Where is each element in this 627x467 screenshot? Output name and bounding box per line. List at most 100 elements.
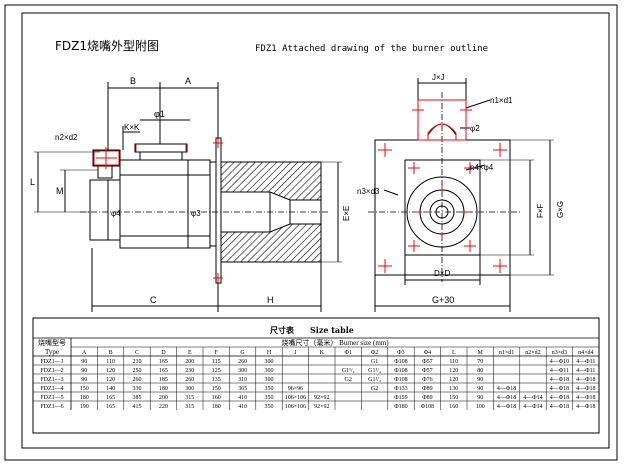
table-title-en: Size table — [310, 325, 354, 335]
table-cell: 165 — [106, 395, 115, 401]
table-cell: 4—Φ11 — [576, 359, 595, 365]
table-cell: 300 — [185, 386, 194, 392]
table-cell: 4—Φ18 — [550, 404, 569, 410]
table-cell: Φ133 — [394, 386, 407, 392]
dim-n1d1: n1×d1 — [490, 96, 513, 105]
table-cell: 4—Φ11 — [550, 368, 569, 374]
column-header: E — [188, 350, 192, 356]
table-cell: 125 — [212, 368, 221, 374]
table-cell: 350 — [265, 404, 274, 410]
table-cell: G2 — [371, 386, 378, 392]
dim-C: C — [150, 295, 157, 305]
column-header: n3×d3 — [552, 350, 567, 356]
table-cell: 365 — [238, 386, 247, 392]
dim-L: L — [30, 177, 35, 187]
column-header: A — [82, 350, 87, 356]
table-cell: 165 — [159, 359, 168, 365]
table-cell: 92×92 — [314, 395, 329, 401]
column-header: L — [452, 350, 456, 356]
dim-A: A — [185, 76, 191, 86]
drawing-frame-outer — [4, 4, 618, 461]
column-header: M — [478, 350, 484, 356]
table-cell: 115 — [212, 359, 221, 365]
dim-phi1: φ1 — [154, 109, 165, 119]
table-cell: 300 — [265, 377, 274, 383]
dim-G30: G+30 — [432, 295, 454, 305]
table-row-model: FDZ1—4 — [40, 386, 63, 392]
dim-GxG: G×G — [556, 201, 565, 218]
table-cell: G1¹/₂ — [368, 377, 381, 383]
front-view-markers — [378, 99, 507, 273]
column-header: Φ2 — [371, 350, 378, 356]
table-cell: 4—Φ14 — [523, 404, 542, 410]
column-header: Φ4 — [424, 350, 431, 356]
table-cell: 250 — [133, 368, 142, 374]
model-label-en: Type — [45, 348, 59, 356]
table-cell: 200 — [185, 359, 194, 365]
column-header: F — [215, 350, 219, 356]
table-cell: 260 — [185, 377, 194, 383]
table-cell: 200 — [159, 395, 168, 401]
table-cell: 120 — [106, 377, 115, 383]
table-cell: 92×92 — [314, 404, 329, 410]
table-cell: 180 — [212, 404, 221, 410]
table-cell: Φ108 — [394, 359, 407, 365]
table-cell: 150 — [212, 386, 221, 392]
table-cell: 4—Φ18 — [497, 404, 516, 410]
column-header: C — [135, 350, 139, 356]
dim-KxK: K×K — [124, 123, 140, 132]
table-cell: 4—Φ18 — [550, 377, 569, 383]
column-header: J — [294, 350, 297, 356]
column-header: G — [240, 350, 245, 356]
dim-phi3: φ3 — [191, 209, 201, 218]
table-cell: 90 — [477, 395, 483, 401]
table-cell: 80 — [477, 368, 483, 374]
table-cell: Φ159 — [394, 395, 407, 401]
table-cell: 4—Φ18 — [497, 395, 516, 401]
column-header: Φ3 — [397, 350, 404, 356]
table-cell: 130 — [449, 386, 458, 392]
table-cell: 410 — [238, 404, 247, 410]
column-header: K — [320, 350, 325, 356]
table-cell: Φ57 — [422, 368, 432, 374]
dim-M: M — [56, 186, 64, 196]
dim-H: H — [267, 295, 274, 305]
table-row-model: FDZ1—5 — [40, 395, 63, 401]
table-cell: 4—Φ18 — [497, 386, 516, 392]
table-cell: 4—Φ18 — [576, 386, 595, 392]
table-cell: 260 — [238, 359, 247, 365]
table-cell: 70 — [477, 359, 483, 365]
dim-B: B — [130, 76, 136, 86]
model-label-cn: 烧嘴型号 — [38, 338, 66, 347]
table-cell: 4—Φ18 — [576, 377, 595, 383]
side-view-markers — [93, 138, 223, 283]
table-cell: 110 — [106, 359, 115, 365]
table-cell: 4—Φ18 — [550, 386, 569, 392]
table-cell: 4—Φ14 — [523, 395, 542, 401]
table-cell: 150 — [80, 386, 89, 392]
dim-DxD: D×D — [434, 269, 450, 278]
side-view — [34, 82, 342, 312]
table-cell: 4—Φ10 — [550, 359, 569, 365]
table-cell: 160 — [449, 404, 458, 410]
table-cell: Φ180 — [394, 404, 407, 410]
title-cn: FDZ1烧嘴外型附图 — [55, 39, 159, 53]
dim-ExE: E×E — [342, 206, 351, 221]
table-cell: 106×106 — [285, 404, 306, 410]
table-cell: 140 — [106, 386, 115, 392]
table-cell: Φ89 — [422, 395, 432, 401]
title-en: FDZ1 Attached drawing of the burner outl… — [255, 44, 488, 54]
table-cell: 260 — [133, 377, 142, 383]
table-cell: 120 — [449, 377, 458, 383]
table-cell: 165 — [159, 368, 168, 374]
column-header: H — [267, 350, 272, 356]
table-cell: 120 — [106, 368, 115, 374]
table-cell: 300 — [238, 368, 247, 374]
front-view — [368, 78, 554, 312]
column-header: B — [109, 350, 113, 356]
column-header: D — [161, 350, 166, 356]
table-cell: Φ108 — [394, 368, 407, 374]
